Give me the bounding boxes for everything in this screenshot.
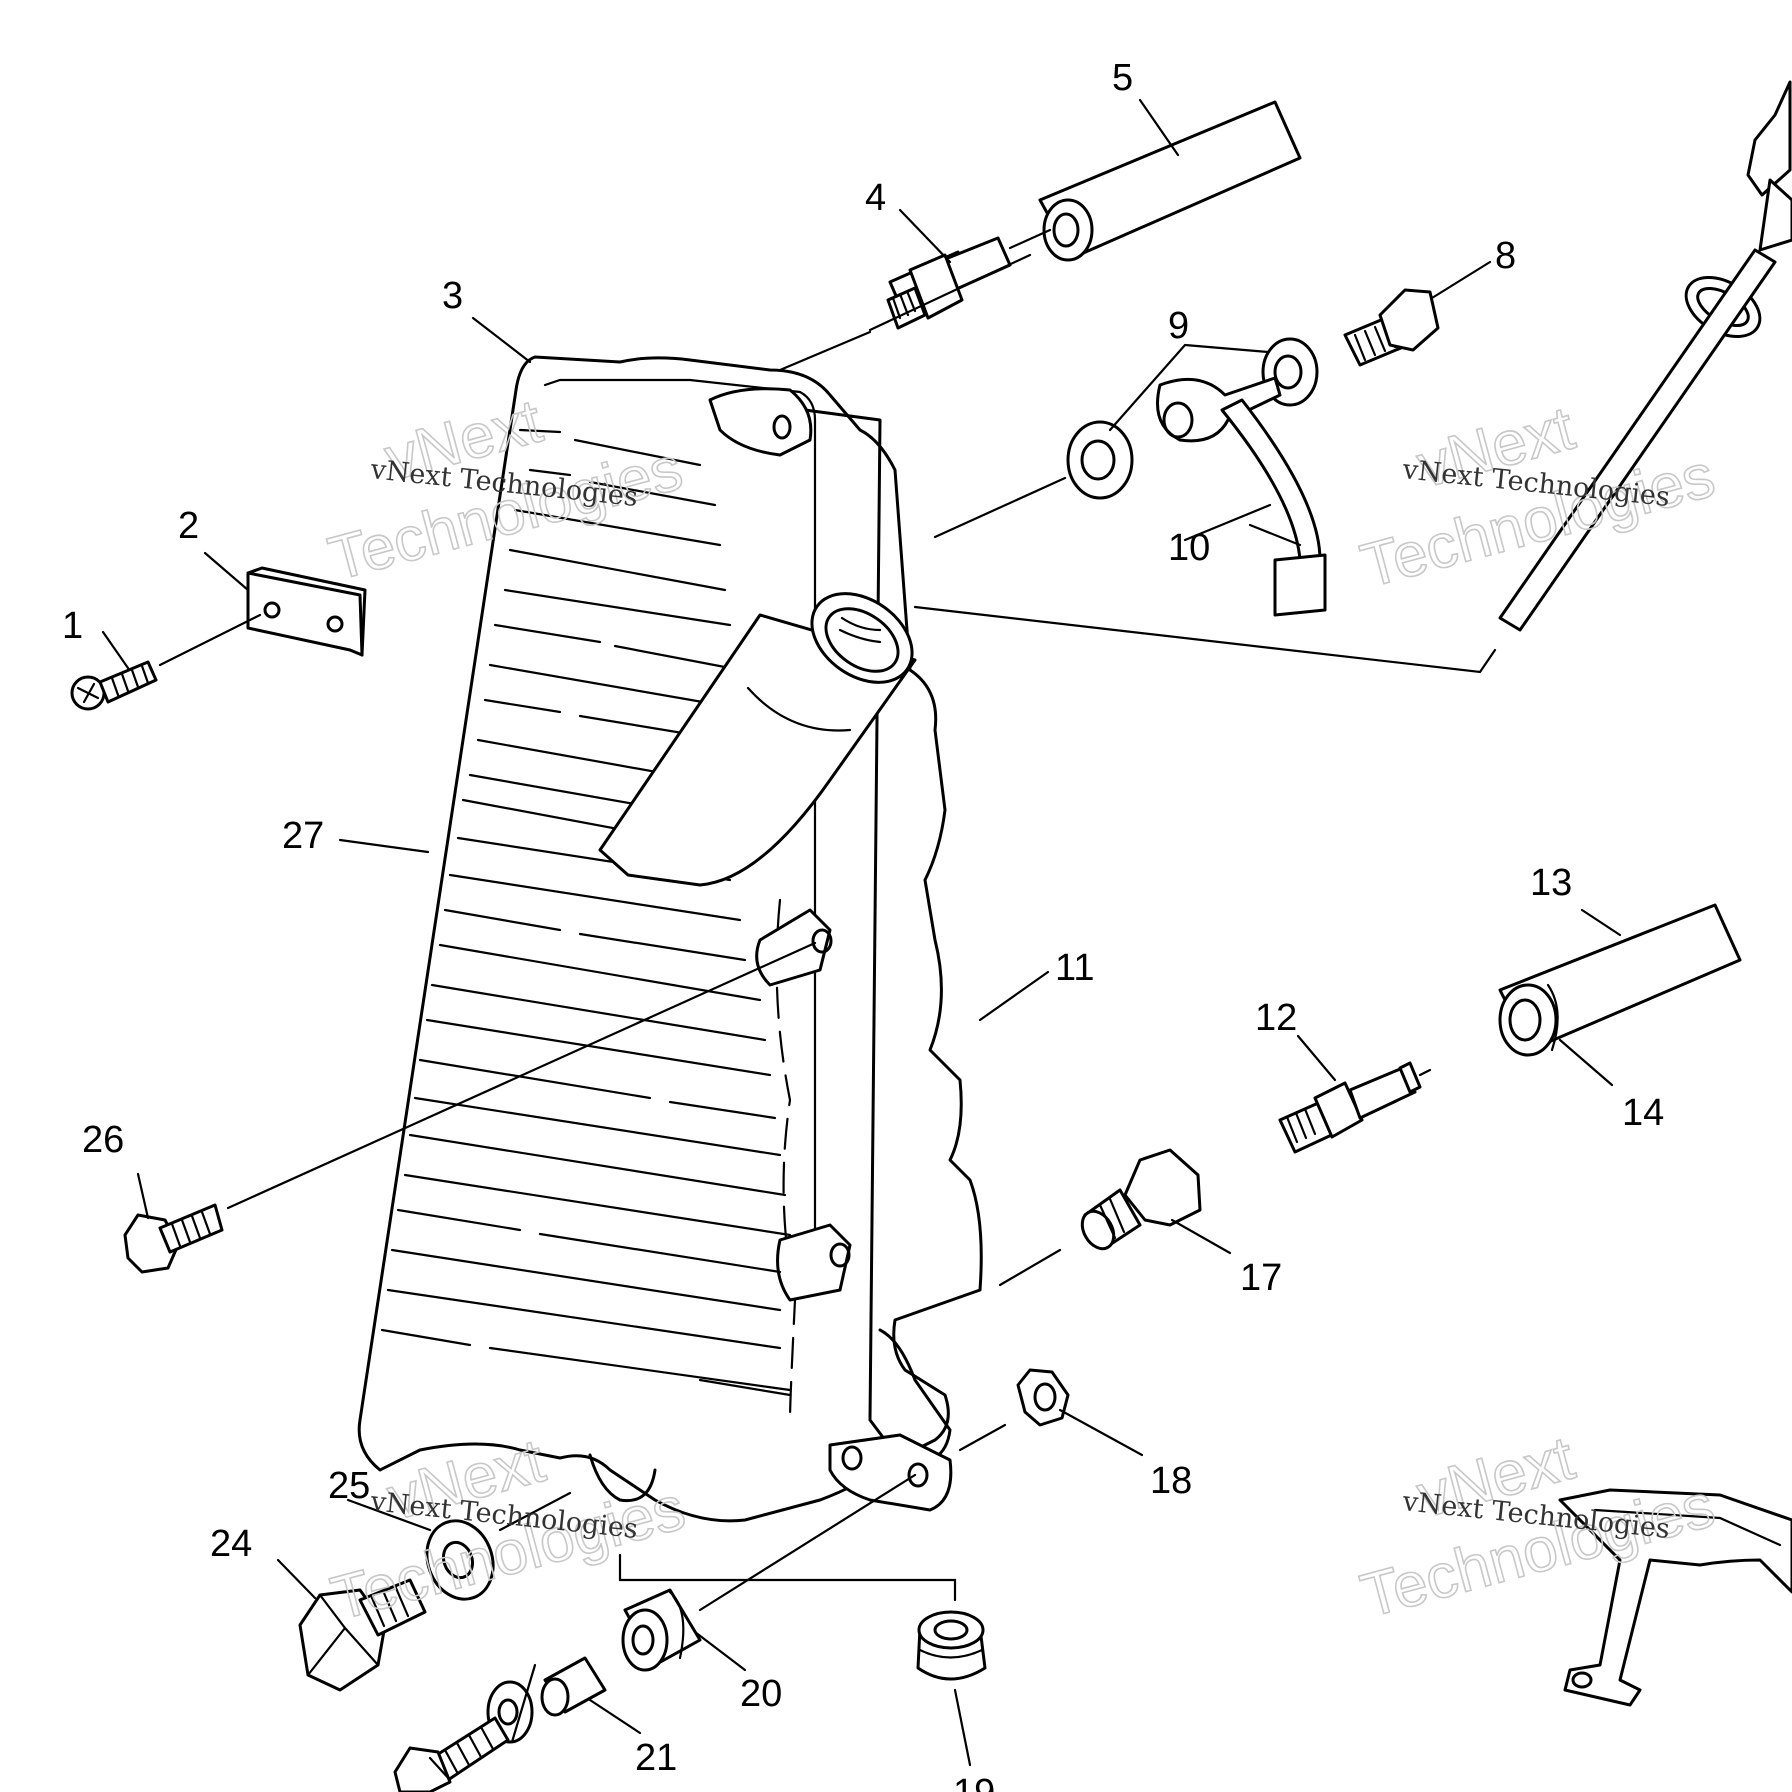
part-bracket — [1558, 1488, 1792, 1707]
callout-1: 1 — [62, 605, 83, 647]
callout-13: 13 — [1530, 862, 1572, 904]
banjo-10-hose — [1273, 553, 1327, 617]
bolt-26-shank — [158, 1203, 224, 1254]
part-grommet-20 — [621, 1588, 702, 1672]
washer-25 — [425, 1519, 495, 1601]
tank-mount-hole-side — [811, 928, 833, 954]
callout-4: 4 — [865, 177, 886, 219]
part-fitting-12 — [1278, 1061, 1422, 1154]
part-fitting-4 — [886, 236, 1012, 330]
callout-25: 25 — [328, 1465, 370, 1507]
hose-13-end — [1498, 983, 1558, 1057]
leader-9 — [1108, 343, 1270, 432]
callout-2: 2 — [178, 505, 199, 547]
filler-neck-opening-inner — [824, 607, 900, 673]
tank-bottom-flange — [828, 1433, 953, 1512]
part-dipstick — [1498, 80, 1792, 632]
leader-1-2 — [158, 613, 262, 667]
nut-18 — [1016, 1368, 1070, 1427]
dipstick-cap — [1746, 80, 1792, 197]
callout-10: 10 — [1168, 527, 1210, 569]
part-sleeve-21 — [540, 1656, 607, 1717]
part-bolt-8 — [1343, 288, 1440, 367]
leader-12-dash — [1418, 1068, 1432, 1077]
fitting-12-hex — [1313, 1081, 1364, 1139]
callout-17: 17 — [1240, 1257, 1282, 1299]
filler-neck-tube — [598, 613, 917, 887]
tank-bottom-hole-1 — [841, 1445, 863, 1471]
callout-11: 11 — [1055, 947, 1094, 989]
callout-3: 3 — [442, 275, 463, 317]
banjo-10-pipe — [1220, 398, 1322, 562]
leader-dipstick — [913, 605, 1497, 674]
filler-neck-bead — [746, 686, 852, 732]
callout-14: 14 — [1622, 1092, 1664, 1134]
bolt-24-shank — [358, 1578, 427, 1637]
bolt-24-head — [298, 1588, 387, 1692]
part-hose-13 — [1498, 903, 1742, 1057]
callout-leaders — [101, 98, 1622, 1782]
tank-mount-ear-low — [776, 1223, 852, 1302]
tank-mount-hole-low — [829, 1242, 851, 1268]
filler-neck-thread — [838, 616, 882, 644]
callout-12: 12 — [1255, 997, 1297, 1039]
callout-labels: 1 2 3 4 5 8 9 10 11 12 13 14 17 18 19 20… — [62, 57, 1664, 1792]
part-grommet-19 — [916, 1610, 987, 1681]
callout-5: 5 — [1112, 57, 1133, 99]
part-plate-2 — [246, 566, 367, 657]
part-washer-25 — [425, 1519, 495, 1601]
tank-flange-inner — [775, 898, 797, 1422]
tank-mount-ear-side — [755, 908, 832, 987]
part-screw-1 — [70, 660, 158, 711]
banjo-10-eye — [1156, 376, 1282, 443]
tank-bottom-notch — [588, 1453, 657, 1503]
leader-tank-4 — [778, 330, 872, 372]
screw-1-shank — [98, 660, 158, 704]
part-hose-5 — [1038, 100, 1302, 262]
leader-tank-17 — [998, 1248, 1062, 1287]
leader-26-tank — [226, 941, 817, 1210]
leader-19-bracket — [618, 1553, 957, 1602]
callout-8: 8 — [1495, 235, 1516, 277]
part-plug-17 — [1080, 1148, 1202, 1251]
tank-ribs — [380, 428, 792, 1397]
part-bolt-24 — [298, 1578, 427, 1692]
filler-neck — [598, 592, 917, 887]
callout-18: 18 — [1150, 1460, 1192, 1502]
leader-20-tank — [698, 1473, 917, 1612]
tank-mount-hole-top — [772, 414, 792, 440]
leader-tank-9 — [933, 476, 1067, 539]
bolt-8-head — [1378, 288, 1440, 352]
leader-5 — [1008, 228, 1052, 250]
callout-9: 9 — [1168, 305, 1189, 347]
dipstick-rod — [1498, 248, 1777, 632]
callout-20: 20 — [740, 1673, 782, 1715]
bracket-body — [1558, 1488, 1792, 1707]
plate-2-body — [246, 571, 364, 657]
part-washer-bolt-bottom — [393, 1680, 534, 1792]
part-banjo-10 — [1156, 376, 1327, 617]
leader-25-tank — [498, 1491, 572, 1532]
callout-19: 19 — [953, 1772, 995, 1792]
part-nut-18 — [1016, 1368, 1070, 1427]
part-bolt-26 — [123, 1203, 224, 1274]
leader-4 — [868, 253, 1032, 332]
plug-17-hex — [1123, 1148, 1202, 1227]
fitting-4-hex — [908, 253, 964, 320]
hose-5-end — [1042, 198, 1094, 262]
washer-9a — [1066, 420, 1134, 500]
leader-tank-18 — [958, 1423, 1007, 1452]
tank-bottom-hole-2 — [907, 1462, 929, 1488]
callout-21: 21 — [635, 1737, 677, 1779]
leader-10 — [1183, 503, 1272, 542]
callout-26: 26 — [82, 1119, 124, 1161]
oil-tank — [357, 355, 983, 1523]
callout-27: 27 — [282, 815, 324, 857]
callout-24: 24 — [210, 1523, 252, 1565]
bolt-bottom-head — [393, 1746, 452, 1792]
